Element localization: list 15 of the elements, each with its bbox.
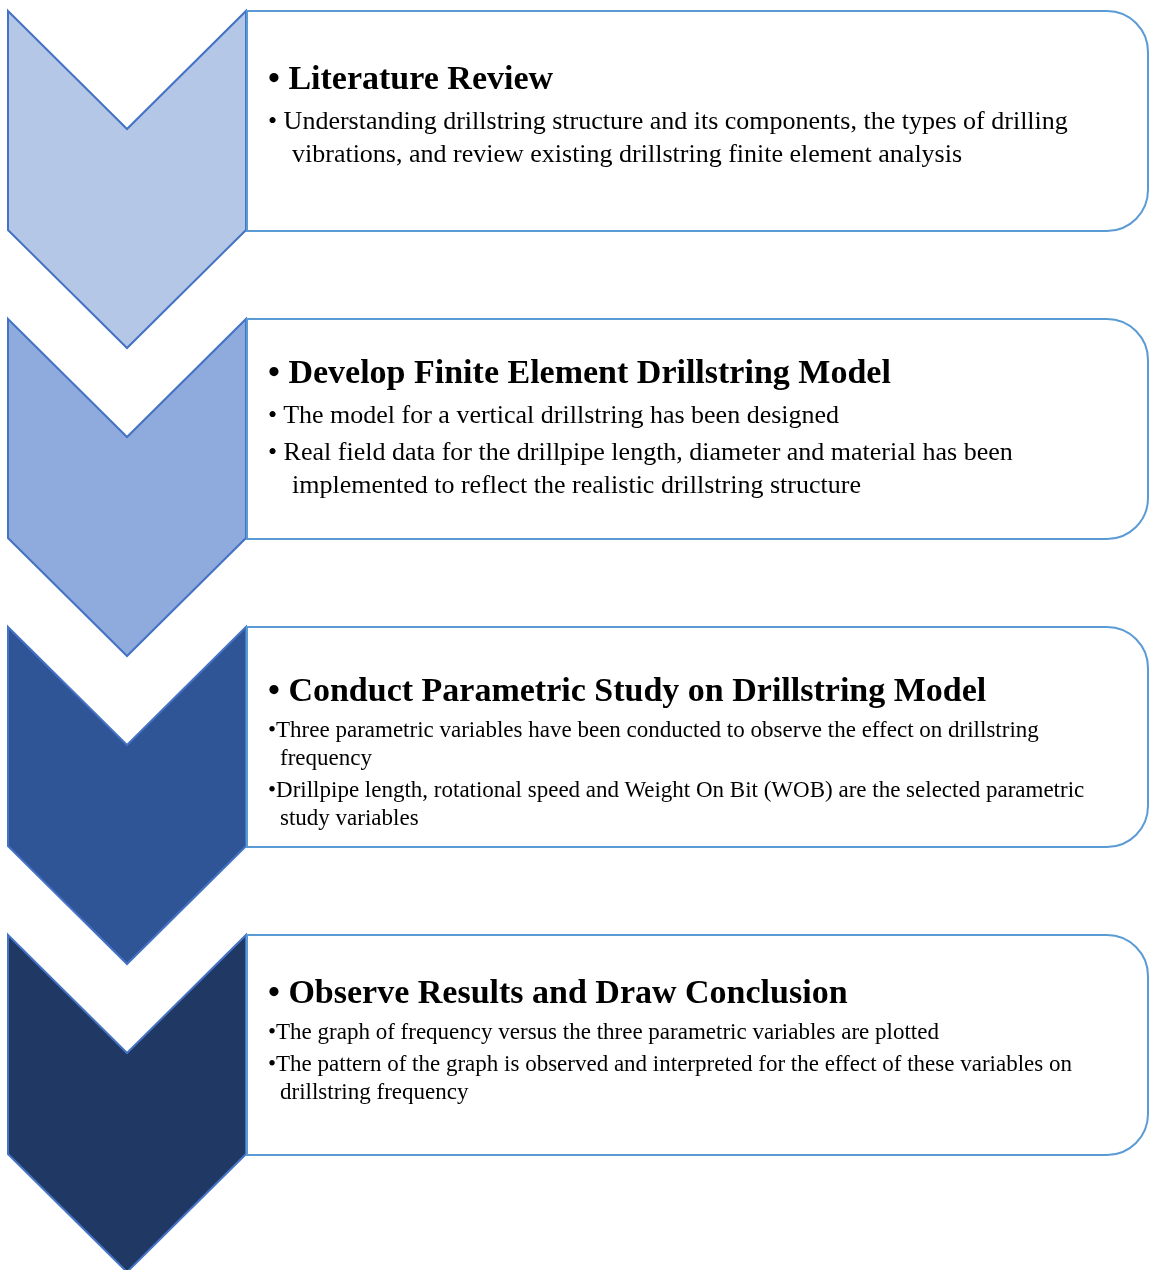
step-box	[246, 318, 1149, 540]
bullet-text: • Real field data for the drillpipe length, diameter and material has been implemented to reflect the realistic drillstring structure	[268, 436, 1014, 501]
step-box	[246, 934, 1149, 1156]
step-heading: • Observe Results and Draw Conclusion	[268, 972, 849, 1012]
step-heading: • Develop Finite Element Drillstring Model	[268, 352, 892, 392]
step-box	[246, 10, 1149, 232]
step-heading: • Literature Review	[268, 58, 555, 98]
step-heading: • Conduct Parametric Study on Drillstring Model	[268, 670, 988, 710]
bullet-text: • Understanding drillstring structure and its components, the types of drilling vibrations, and review existing drillstring finite element analysis	[268, 105, 1069, 170]
bullet-text: •The pattern of the graph is observed and interpreted for the effect of these variables on drillstring frequency	[268, 1050, 1073, 1106]
bullet-text: •Three parametric variables have been conducted to observe the effect on drillstring frequency	[268, 716, 1040, 772]
bullet-text: • The model for a vertical drillstring has been designed	[268, 399, 841, 431]
bullet-text: •The graph of frequency versus the three parametric variables are plotted	[268, 1018, 940, 1046]
step-box	[246, 626, 1149, 848]
bullet-text: •Drillpipe length, rotational speed and Weight On Bit (WOB) are the selected parametric study variables	[268, 776, 1086, 832]
